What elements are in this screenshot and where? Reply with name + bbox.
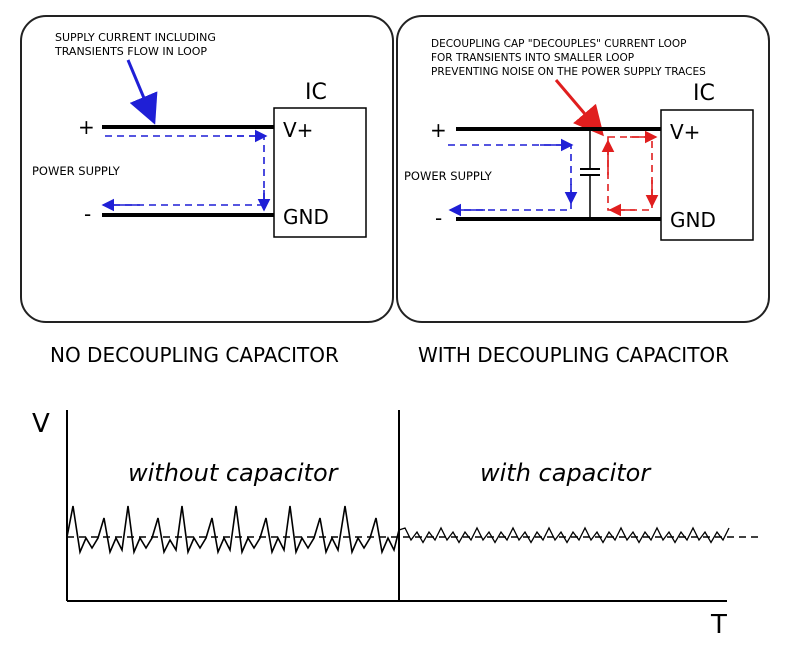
left-current-loop [105, 135, 265, 206]
right-transient-loop [607, 136, 653, 211]
no-decoupling-caption: NO DECOUPLING CAPACITOR [50, 343, 339, 367]
right-plus-sign: + [430, 118, 447, 142]
right-vplus-label: V+ [670, 120, 700, 144]
with-decoupling-caption: WITH DECOUPLING CAPACITOR [418, 343, 730, 367]
x-axis-label: T [710, 610, 727, 640]
right-ic-box [660, 109, 754, 241]
clean-waveform [398, 526, 730, 544]
right-note-line3: PREVENTING NOISE ON THE POWER SUPPLY TRA… [431, 66, 706, 78]
right-gnd-label: GND [670, 208, 716, 232]
right-supply-loop [448, 144, 572, 211]
left-plus-sign: + [78, 115, 95, 139]
without-capacitor-label: without capacitor [128, 459, 340, 487]
noisy-waveform [66, 505, 400, 556]
left-note-line2: TRANSIENTS FLOW IN LOOP [54, 45, 207, 58]
right-minus-sign: - [435, 206, 442, 230]
right-ic-label: IC [693, 81, 715, 106]
left-supply-label: POWER SUPPLY [32, 164, 121, 178]
right-note-line2: FOR TRANSIENTS INTO SMALLER LOOP [431, 52, 634, 64]
left-vplus-label: V+ [283, 118, 313, 142]
left-gnd-label: GND [283, 205, 329, 229]
left-minus-sign: - [84, 202, 91, 226]
left-ic-label: IC [305, 80, 327, 105]
y-axis-label: V [32, 409, 50, 439]
right-note-line1: DECOUPLING CAP "DECOUPLES" CURRENT LOOP [431, 38, 686, 50]
right-circuit: DECOUPLING CAP "DECOUPLES" CURRENT LOOP … [404, 38, 754, 241]
right-note-arrow [554, 79, 604, 137]
left-circuit: SUPPLY CURRENT INCLUDING TRANSIENTS FLOW… [32, 31, 367, 238]
left-ic-box [273, 107, 367, 238]
with-capacitor-label: with capacitor [480, 459, 652, 487]
left-note-line1: SUPPLY CURRENT INCLUDING [55, 31, 216, 44]
left-note-arrow [126, 59, 158, 125]
waveform-plot: V T without capacitor with capacitor [32, 409, 762, 640]
right-supply-label: POWER SUPPLY [404, 169, 493, 183]
decoupling-capacitor [580, 129, 600, 219]
